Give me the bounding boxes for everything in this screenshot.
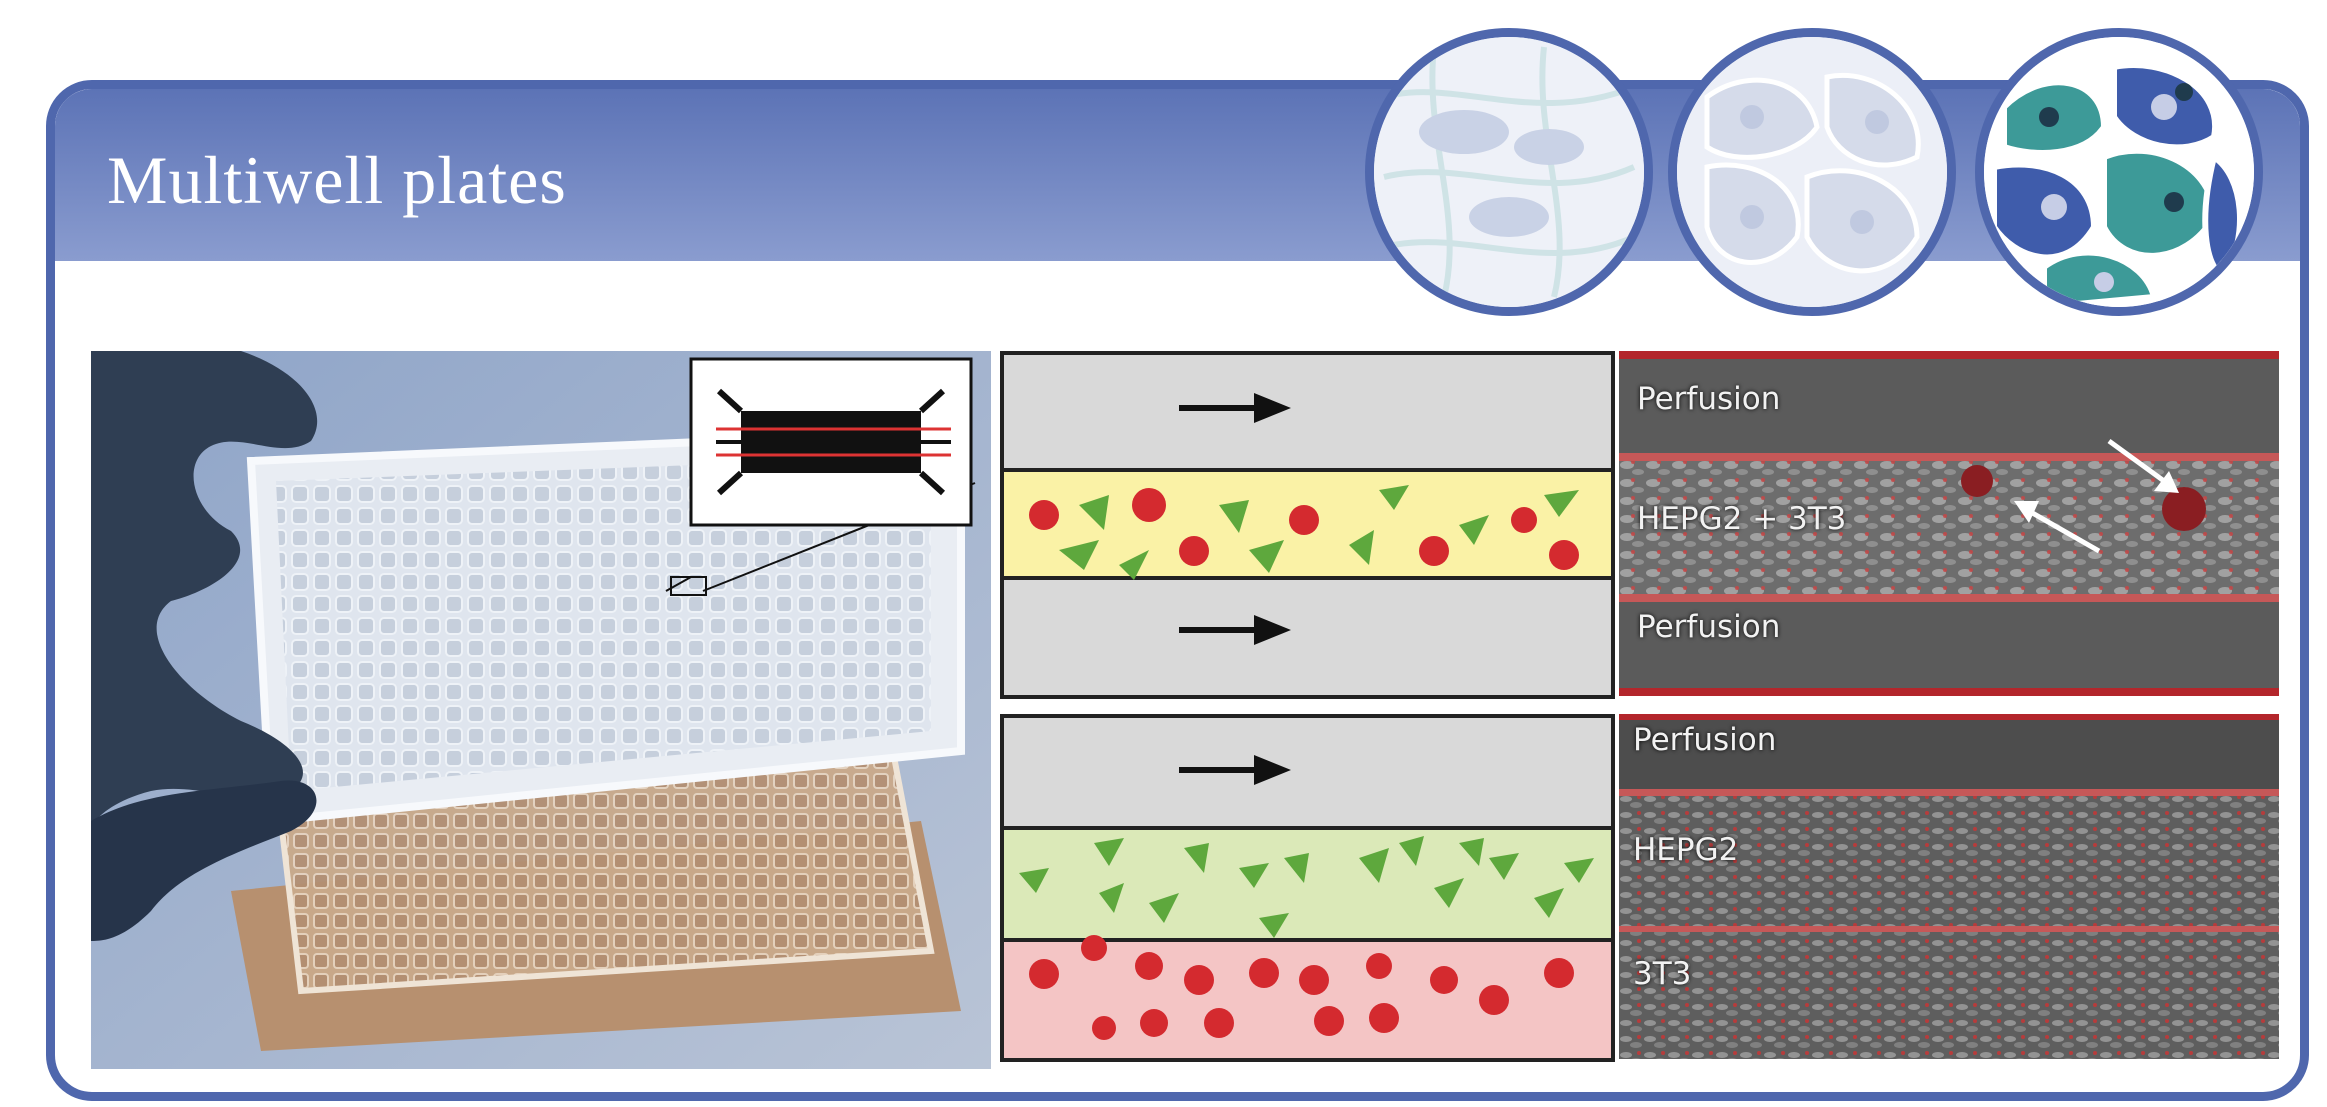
flow-arrow-icon [1179, 393, 1291, 645]
perfusion-lane [1004, 355, 1611, 472]
page-title: Multiwell plates [107, 142, 567, 218]
micrograph-label: 3T3 [1633, 956, 1692, 992]
multiwell-plate-photo [91, 351, 991, 1069]
perfusion-lane [1004, 580, 1611, 695]
micrograph-label: Perfusion [1637, 381, 1781, 417]
header-bar: Multiwell plates [55, 89, 2300, 261]
micrograph-label: HEPG2 [1633, 832, 1739, 868]
microfluidic-chip-icon [716, 388, 951, 496]
schematic-coculture-top [1000, 351, 1615, 699]
cells-monolayer-icon [1668, 28, 1956, 316]
perfusion-lane [1004, 718, 1611, 830]
schematic-separated-bottom [1000, 714, 1615, 1062]
tissue-coculture-icon [1975, 28, 2263, 316]
micrograph-label: Perfusion [1637, 609, 1781, 645]
cells-in-scaffold-icon [1365, 28, 1653, 316]
figure-frame: Multiwell plates [46, 80, 2309, 1101]
flow-arrow-icon [1179, 755, 1291, 785]
micrograph-separated: Perfusion HEPG2 3T3 [1619, 714, 2279, 1059]
micrograph-coculture: Perfusion HEPG2 + 3T3 Perfusion [1619, 351, 2279, 696]
micrograph-label: HEPG2 + 3T3 [1637, 501, 1847, 537]
micrograph-label: Perfusion [1633, 722, 1777, 758]
